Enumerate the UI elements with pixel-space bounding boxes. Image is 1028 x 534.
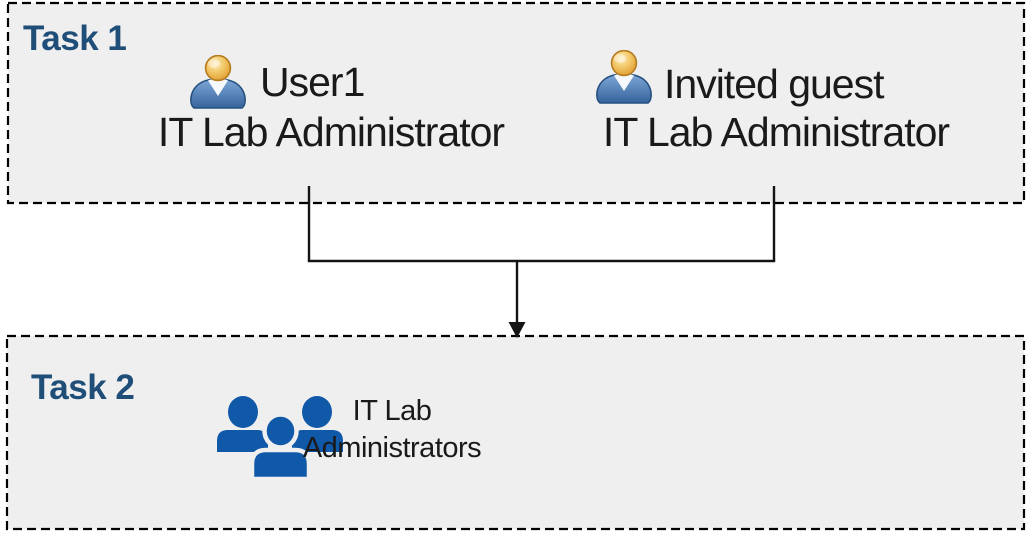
member-role: IT Lab Administrator — [157, 109, 505, 155]
member-role: IT Lab Administrator — [602, 109, 950, 155]
group-label: IT Lab Administrators — [242, 393, 542, 467]
member-name: Invited guest — [664, 61, 884, 107]
group-label-line1: IT Lab — [352, 395, 432, 427]
person-icon — [596, 50, 652, 104]
task1-title: Task 1 — [23, 19, 127, 58]
member-name: User1 — [260, 59, 365, 105]
person-icon — [190, 55, 246, 109]
task2-title: Task 2 — [31, 368, 135, 407]
merge-connector — [307, 186, 776, 324]
group-label-line2: Administrators — [302, 432, 482, 464]
